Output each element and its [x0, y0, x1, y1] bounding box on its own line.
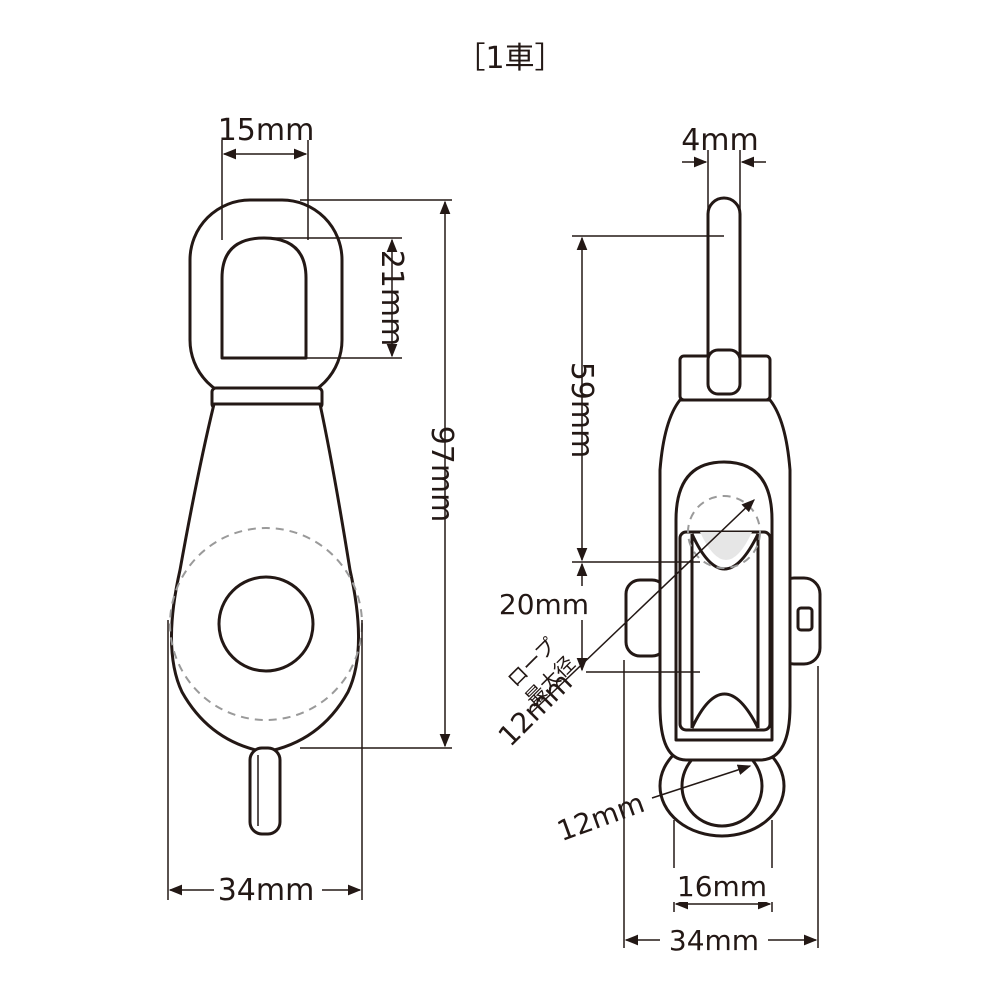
eye-height-label: 21mm: [374, 250, 409, 347]
front-dim-eye-height: [264, 237, 402, 359]
upper-length-label: 59mm: [564, 362, 599, 459]
sheave-groove-top: [690, 533, 760, 571]
side-dim-upper: [572, 235, 724, 563]
total-height-label: 97mm: [424, 426, 459, 523]
sheave-groove-bottom: [690, 692, 760, 729]
swivel-eye-opening: [220, 236, 308, 360]
front-dim-eye-width: [221, 140, 309, 240]
shackle-thickness-label: 4mm: [681, 123, 759, 158]
front-body-width-label: 34mm: [218, 873, 315, 908]
side-view: [624, 196, 822, 838]
rope-hidden-outline: [687, 495, 761, 569]
side-dim-rope: [529, 499, 755, 715]
front-dim-total-height: [300, 199, 452, 749]
eye-width-label: 15mm: [218, 113, 315, 148]
eye-inner-label: 12mm: [553, 786, 649, 848]
side-dim-shackle: [682, 150, 766, 232]
side-body-width-label: 34mm: [669, 924, 759, 957]
grease-screw: [796, 606, 814, 632]
axle-boss: [217, 575, 315, 673]
bottom-pin: [248, 746, 282, 836]
drawing-title: ［1車］: [455, 41, 564, 76]
side-dim-eye-inner: [651, 764, 752, 799]
front-view: [169, 198, 363, 836]
sheave-dim-label: 20mm: [499, 588, 589, 621]
eye-outer-label: 16mm: [677, 870, 767, 903]
